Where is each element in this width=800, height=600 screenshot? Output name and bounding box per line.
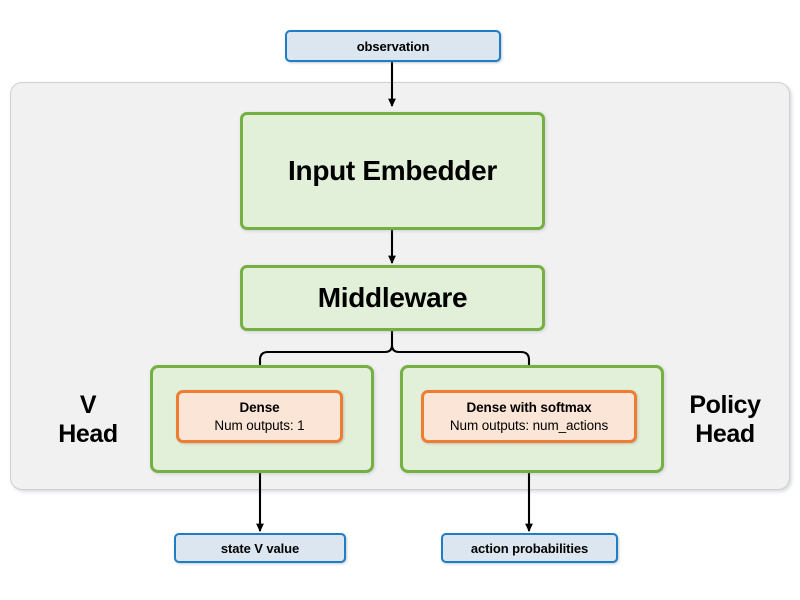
policy-head-label: Policy Head [665,381,785,459]
observation-node[interactable]: observation [285,30,501,62]
policy-head-dense-subtitle: Num outputs: num_actions [449,417,609,433]
observation-label: observation [356,38,430,54]
v-head-dense-subtitle: Num outputs: 1 [214,417,305,433]
policy-head-label-line2: Head [695,420,755,448]
state-v-value-label: state V value [220,540,300,556]
state-v-value-node[interactable]: state V value [174,533,346,563]
v-head-dense-node[interactable]: Dense Num outputs: 1 [176,390,343,443]
policy-head-dense-node[interactable]: Dense with softmax Num outputs: num_acti… [421,390,637,443]
input-embedder-node[interactable]: Input Embedder [240,112,545,230]
v-head-label: V Head [32,381,144,459]
middleware-label: Middleware [317,282,468,313]
middleware-node[interactable]: Middleware [240,265,545,331]
policy-head-dense-title: Dense with softmax [466,400,592,416]
action-probabilities-label: action probabilities [470,540,589,556]
action-probabilities-node[interactable]: action probabilities [441,533,618,563]
v-head-dense-title: Dense [239,400,280,416]
v-head-label-line1: V [79,390,97,419]
policy-head-label-line1: Policy [689,390,761,419]
v-head-label-line2: Head [58,420,118,448]
input-embedder-label: Input Embedder [288,155,497,186]
